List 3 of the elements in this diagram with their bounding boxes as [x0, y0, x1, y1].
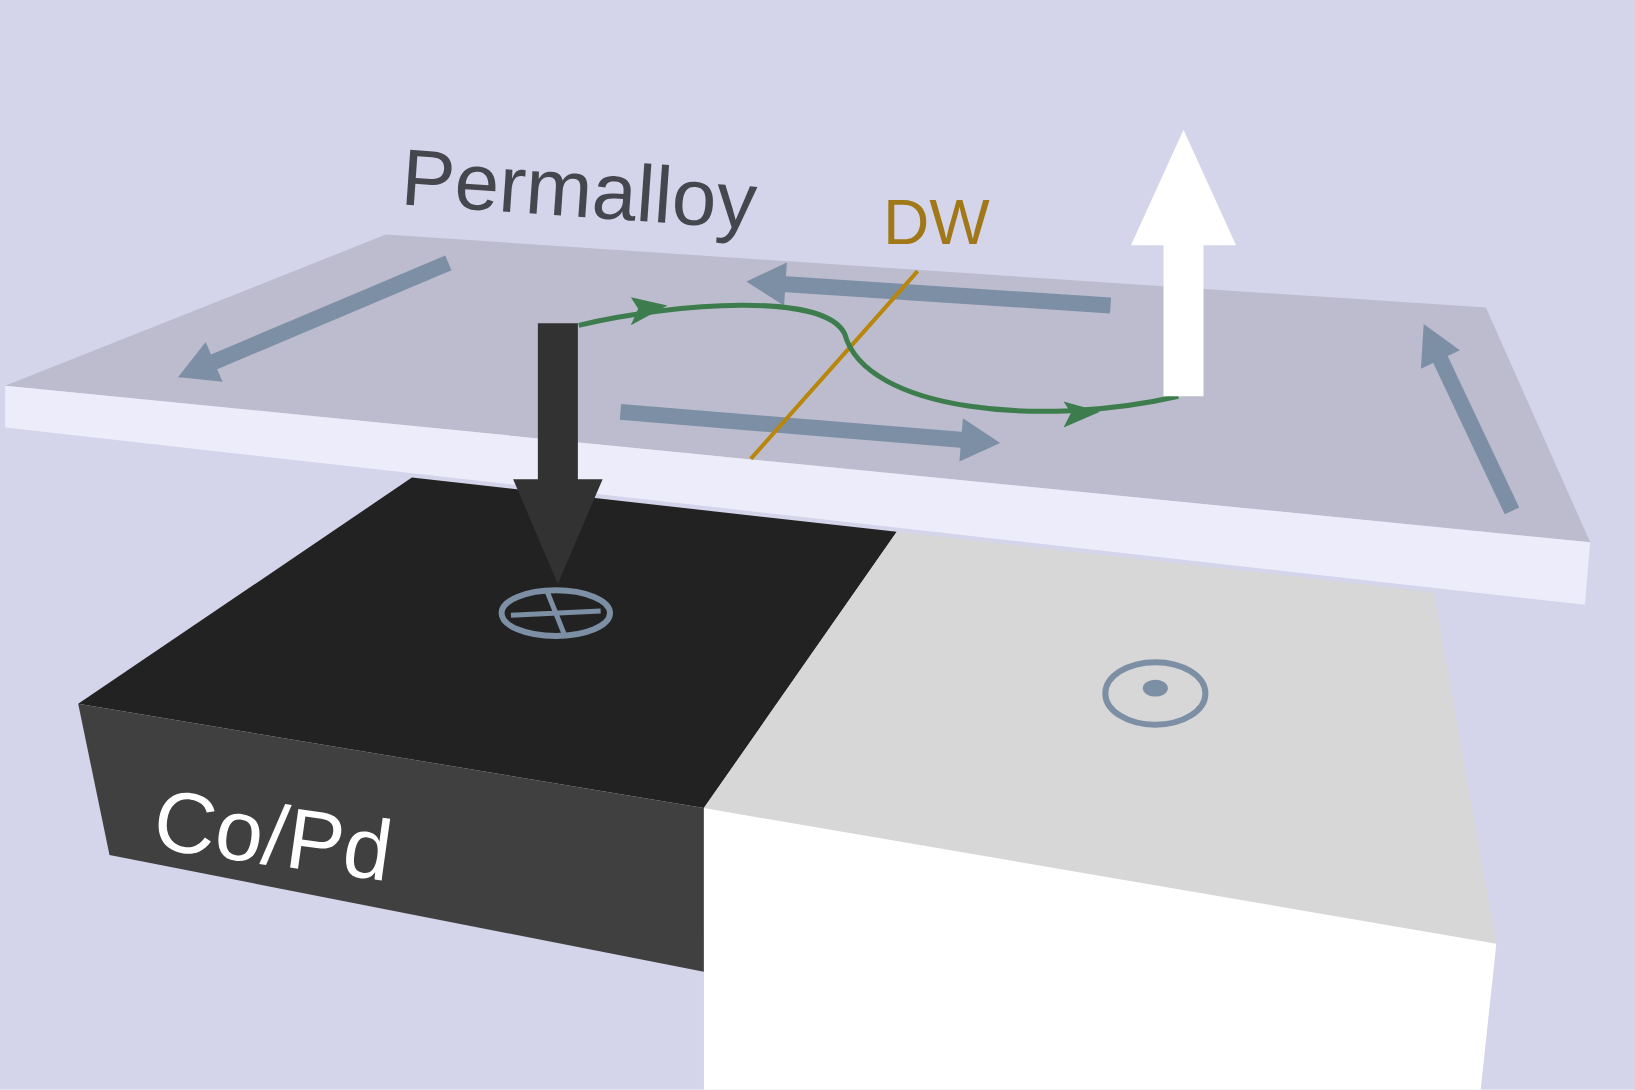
label: DW [888, 200, 990, 245]
label: Co/Pd [158, 792, 391, 881]
label: Permalloy [406, 150, 758, 244]
